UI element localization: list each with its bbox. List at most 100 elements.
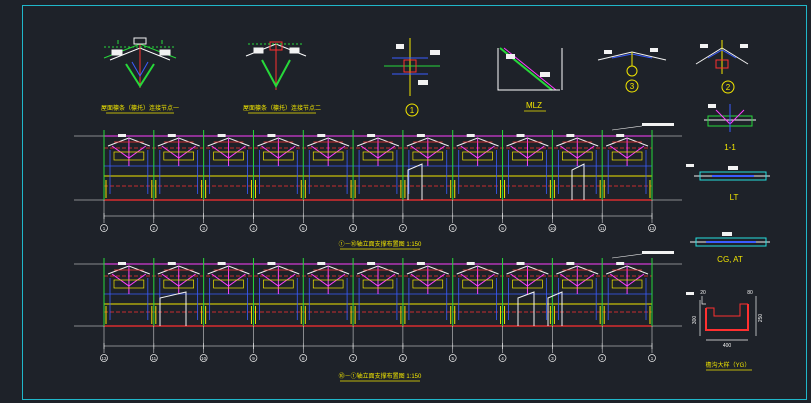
window-frame [113,279,145,289]
member-tag [118,262,126,265]
member-tag [167,262,176,265]
axis-label: 4 [501,356,504,361]
gutter-dim-right: 250 [758,314,764,323]
section-lt-label: LT [730,193,739,202]
axis-label: 2 [601,356,604,361]
axis-label: 10 [201,356,207,361]
axis-label: 4 [252,226,255,231]
window-frame [113,151,145,161]
member-tag [416,262,425,265]
axis-bubble [648,354,656,362]
member-tag [267,262,276,265]
member-tag [118,134,126,137]
axis-bubble [100,224,108,232]
elevation-1-title: ①－⑩轴立面支撑布置图 1:150 [339,240,422,248]
member-tag [566,262,575,265]
axis-bubble [199,224,208,232]
axis-bubble [498,224,507,232]
detail-node1-title: 屋面檩条（檩托）连接节点一 [101,104,179,112]
axis-label: 9 [501,226,504,231]
member-tag [167,134,176,137]
drawing-frame [22,5,807,400]
member-tag [317,134,326,137]
member-tag [217,262,226,265]
window-frame [412,279,444,289]
member-tag [367,134,376,137]
axis-bubble [548,354,557,362]
window-frame [312,151,344,161]
window-frame [611,279,643,289]
axis-bubble [598,354,607,362]
member-tag [317,262,326,265]
window-frame [163,151,194,161]
member-tag [516,262,525,265]
window-frame [163,279,194,289]
window-frame [263,279,294,289]
gable-step [571,163,585,200]
axis-label: 12 [649,226,655,231]
member-tag [466,134,475,137]
axis-bubble [399,354,407,362]
window-frame [611,151,643,161]
detail-circle3-label: 3 [630,82,635,91]
axis-bubble [648,224,656,232]
member-tag [566,134,575,137]
axis-bubble [448,354,457,362]
detail-circle1-label: 1 [410,106,415,115]
axis-bubble [598,224,607,232]
window-frame [462,279,493,289]
axis-bubble [199,354,208,362]
gable-step [407,163,423,200]
axis-label: 12 [101,356,107,361]
axis-label: 11 [600,226,605,231]
gutter-dim-width: 400 [723,343,732,349]
axis-label: 3 [202,226,205,231]
detail-circle-2 [695,40,749,94]
detail-circle2-label: 2 [726,83,731,92]
window-frame [412,151,444,161]
axis-bubble [399,224,407,232]
detail-node2-title: 屋面檩条（檩托）连接节点二 [243,104,321,112]
member-tag [466,262,475,265]
window-frame [362,279,394,289]
detail-purlin-node-2 [245,41,307,90]
gable-step [547,291,563,326]
detail-circle-1 [384,38,440,117]
section-11-label: 1-1 [724,143,736,152]
axis-label: 6 [402,356,405,361]
axis-bubble [100,354,108,362]
leader-tag [686,292,694,295]
axis-bubble [448,224,457,232]
section-cg-label: CG, AT [717,255,743,264]
leader-line [611,253,643,259]
leader-tag [642,123,674,126]
window-frame [213,151,244,161]
window-frame [562,279,593,289]
axis-label: 5 [302,226,305,231]
window-frame [213,279,244,289]
gable-step [159,291,187,326]
window-frame [562,151,593,161]
axis-label: 7 [402,226,405,231]
axis-label: 9 [252,356,255,361]
elevation-2-title: ⑩－①轴立面支撑布置图 1:150 [339,372,422,380]
section-cg-at [690,232,770,247]
axis-bubble [349,224,357,232]
gutter-title: 檐沟大样（YG） [706,361,751,369]
window-frame [512,151,543,161]
axis-label: 6 [352,226,355,231]
axis-label: 10 [550,226,556,231]
axis-label: 5 [451,356,454,361]
window-frame [263,151,294,161]
axis-bubble [249,354,258,362]
detail-circle-3 [597,48,667,93]
member-tag [616,262,625,265]
axis-bubble [299,224,308,232]
member-tag [616,134,625,137]
axis-label: 8 [302,356,305,361]
window-frame [312,279,344,289]
detail-purlin-node-1 [103,37,177,88]
member-tag [217,134,226,137]
